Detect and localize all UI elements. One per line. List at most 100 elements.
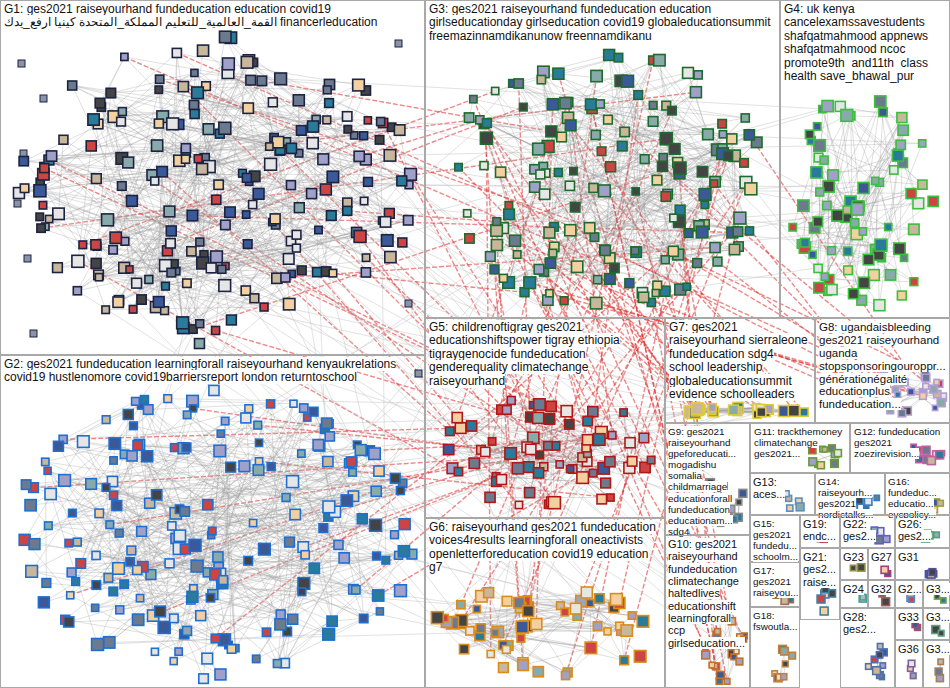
network-link [477,609,538,672]
network-link [231,467,356,590]
network-link [72,86,165,287]
vertex-tile [415,370,422,377]
network-link [828,106,894,170]
network-link [550,60,654,293]
network-link [160,612,293,620]
network-link [159,73,228,302]
network-link [551,81,620,131]
network-link [174,241,291,264]
network-link [480,73,688,120]
network-link [95,555,399,608]
network-link [793,182,880,227]
network-link [124,57,614,268]
network-link [138,470,258,620]
network-link [171,243,290,304]
network-link [480,120,699,226]
network-link [854,102,881,294]
vertex-tile [156,75,164,83]
network-link [594,188,735,249]
network-link [596,297,643,303]
network-link [49,116,347,219]
network-link [519,84,625,132]
network-link [281,79,883,113]
network-link [159,90,354,136]
network-link [333,130,400,273]
network-link [879,130,903,305]
network-link [225,37,354,135]
network-link [327,120,368,182]
network-link [880,102,899,249]
network-link [40,191,225,286]
network-link [461,428,539,473]
network-link [314,412,363,519]
network-link [77,103,329,291]
network-link [160,524,405,611]
network-link [543,72,593,188]
network-link [111,73,195,93]
network-link [186,153,211,269]
network-link [254,123,383,298]
network-link [868,260,914,282]
network-link [277,554,412,663]
network-link [503,188,593,278]
network-link [653,92,696,121]
network-link [568,593,587,673]
network-link [281,79,390,214]
network-link [473,99,722,154]
network-link [208,421,225,572]
network-link [326,190,711,483]
network-link [497,131,552,230]
network-link [142,405,364,619]
network-link [44,423,327,602]
network-link [25,540,480,636]
network-link [19,79,281,193]
network-link [264,156,359,307]
network-link [198,93,718,606]
network-link [635,251,697,263]
network-link [461,428,491,497]
network-link [249,60,719,610]
network-link [187,448,335,512]
network-link [519,84,605,191]
network-link [360,181,402,236]
network-link [577,205,705,267]
network-link [570,159,645,186]
network-link [249,409,380,612]
network-link [200,278,286,324]
network-link [449,410,502,450]
network-link [875,652,884,659]
network-link [122,112,733,657]
network-link [132,147,270,201]
network-link [139,445,328,635]
network-link [223,429,325,580]
network-link [851,116,902,118]
network-link [119,411,700,533]
network-link [553,168,680,253]
network-link [171,151,279,231]
network-link [339,545,401,591]
network-link [200,85,330,324]
network-link [536,601,581,624]
network-link [174,264,719,610]
network-link [551,413,623,502]
network-link [192,64,228,216]
network-link [509,135,750,283]
network-link [481,596,632,615]
vertex-tile [14,200,21,207]
network-link [291,85,359,241]
network-link [44,53,177,168]
network-link [41,120,327,228]
network-link [147,456,195,545]
network-link [521,603,590,638]
network-link [535,187,718,261]
vertex-tile [405,300,412,307]
network-link [72,461,113,514]
network-link [95,590,356,608]
network-link [207,454,374,659]
network-link [57,248,296,268]
network-link [461,623,503,645]
network-link [550,95,639,293]
vertex-tile [118,182,127,191]
network-link [497,245,656,293]
